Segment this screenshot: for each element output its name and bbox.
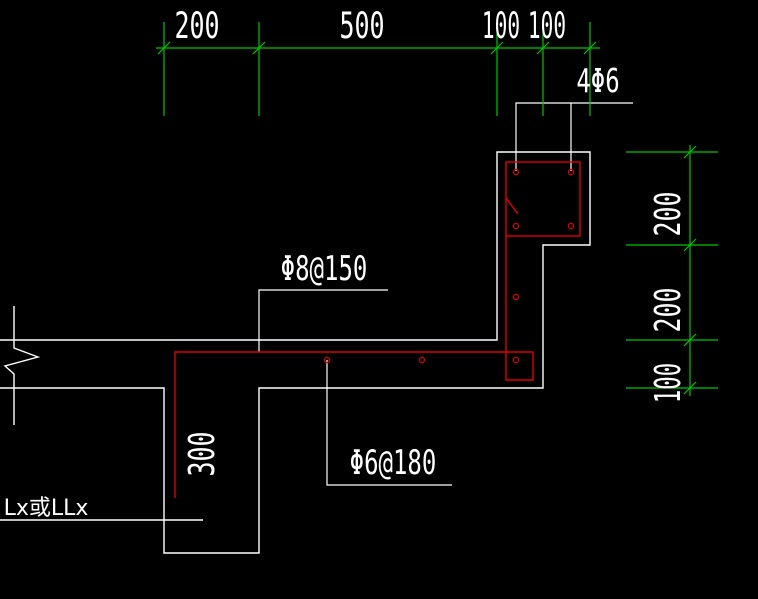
dim-label-100a: 100 — [482, 5, 520, 48]
top-bars-note: 4Φ6 — [576, 61, 619, 100]
stirrup-hook — [505, 197, 519, 215]
rebar-dot — [418, 356, 426, 364]
distribution-leader — [326, 360, 452, 486]
tick — [683, 381, 697, 395]
rebar-dot — [567, 168, 575, 176]
rebar-dot — [323, 356, 331, 364]
tick — [490, 41, 504, 55]
dim-label-100b: 100 — [528, 5, 566, 48]
reinforcement — [174, 161, 581, 498]
column-vertical-bar — [505, 236, 534, 381]
leader-lines — [258, 102, 633, 486]
tick — [583, 41, 597, 55]
top-dimension-labels: 200 500 100 100 — [174, 5, 566, 48]
rebar-dot — [567, 222, 575, 230]
rebar-dots — [323, 168, 575, 364]
tick — [683, 333, 697, 347]
stirrup-note: Φ8@150 — [281, 249, 368, 288]
dim-label-leg-300: 300 — [183, 431, 223, 476]
dim-label-right-100: 100 — [648, 363, 689, 403]
tick — [157, 41, 171, 55]
dim-label-right-200b: 200 — [649, 287, 689, 332]
rebar-dot — [512, 222, 520, 230]
top-dimension — [156, 22, 600, 116]
concrete-outline — [0, 151, 591, 554]
tick — [536, 41, 550, 55]
rebar-dot — [512, 356, 520, 364]
slab-bar — [174, 351, 533, 498]
dim-label-right-200a: 200 — [649, 191, 689, 236]
stirrup-leader — [258, 289, 388, 352]
top-bars-leader — [515, 102, 633, 171]
rebar-dot — [512, 168, 520, 176]
beam-label: Lx或LLx — [4, 496, 89, 521]
slab-outline-top — [0, 151, 591, 554]
right-dimension-labels: 200 200 100 — [648, 191, 689, 403]
rebar-dot — [512, 293, 520, 301]
break-mark — [3, 306, 41, 425]
dim-label-200: 200 — [174, 5, 219, 47]
distribution-note: Φ6@180 — [350, 443, 437, 482]
right-dimension — [626, 145, 718, 396]
tick — [252, 41, 266, 55]
tick — [683, 145, 697, 159]
tick — [683, 238, 697, 252]
dim-label-500: 500 — [339, 5, 384, 47]
